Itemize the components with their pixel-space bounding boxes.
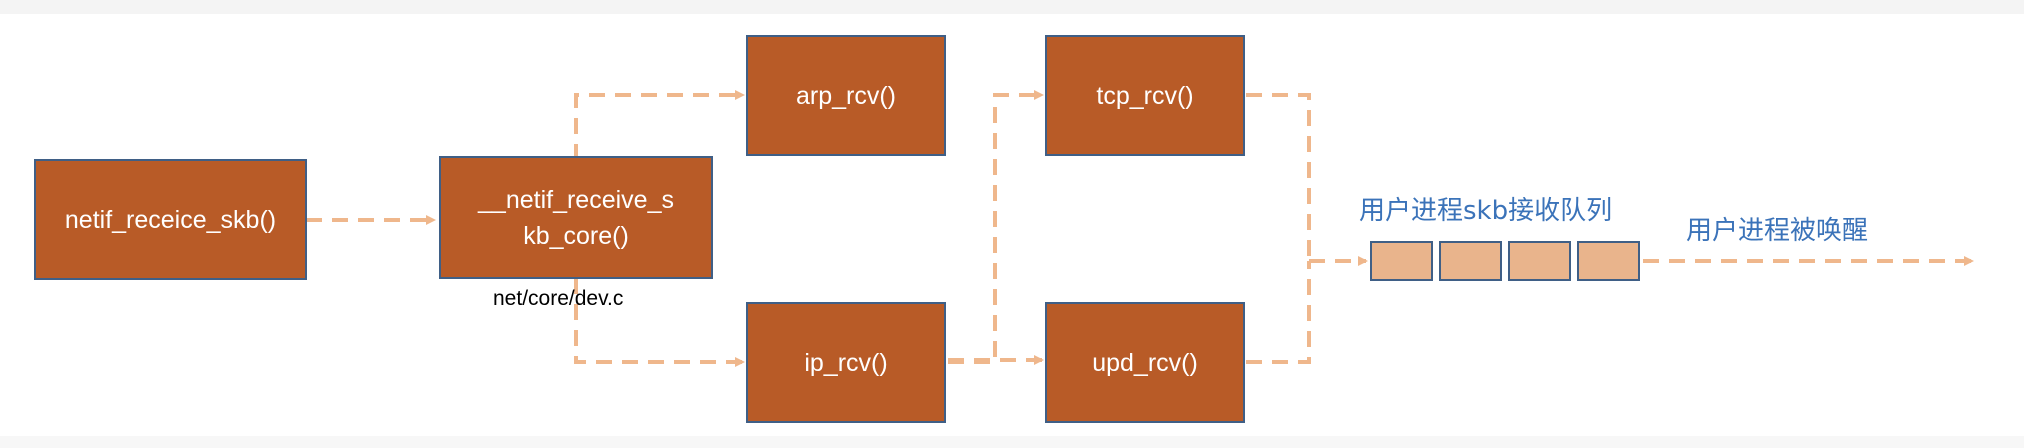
- udp-rcv-label: upd_rcv(): [1092, 348, 1198, 377]
- netif-receive-skb-node: netif_receice_skb(): [34, 159, 307, 280]
- dev-file-caption: net/core/dev.c: [493, 287, 624, 310]
- arrow-udp-to-queue: [1246, 261, 1311, 364]
- netif-receive-skb-label: netif_receice_skb(): [64, 205, 277, 234]
- queue-cell: [1439, 241, 1502, 281]
- queue-title: 用户进程skb接收队列: [1359, 196, 1613, 226]
- arp-rcv-label: arp_rcv(): [795, 81, 896, 110]
- arrow-core-to-arp: [574, 90, 745, 160]
- netif-receive-skb-core-label: __netif_receive_skb_core(): [478, 185, 674, 250]
- arrow-ip-to-tcp: [948, 90, 1044, 364]
- tcp-rcv-label: tcp_rcv(): [1096, 81, 1194, 110]
- wakeup-label: 用户进程被唤醒: [1686, 216, 1869, 246]
- queue-cell: [1508, 241, 1571, 281]
- arrow-tcp-to-queue: [1246, 93, 1311, 261]
- arrow-core-to-ip: [574, 278, 745, 367]
- tcp-rcv-node: tcp_rcv(): [1045, 35, 1245, 156]
- top-background-band: [0, 0, 2024, 14]
- ip-rcv-node: ip_rcv(): [746, 302, 946, 423]
- udp-rcv-node: upd_rcv(): [1045, 302, 1245, 423]
- bottom-background-band: [0, 436, 2024, 448]
- netif-receive-skb-core-node: __netif_receive_skb_core(): [439, 156, 713, 279]
- arp-rcv-node: arp_rcv(): [746, 35, 946, 156]
- queue-cell: [1370, 241, 1433, 281]
- queue-cell: [1577, 241, 1640, 281]
- ip-rcv-label: ip_rcv(): [804, 348, 888, 377]
